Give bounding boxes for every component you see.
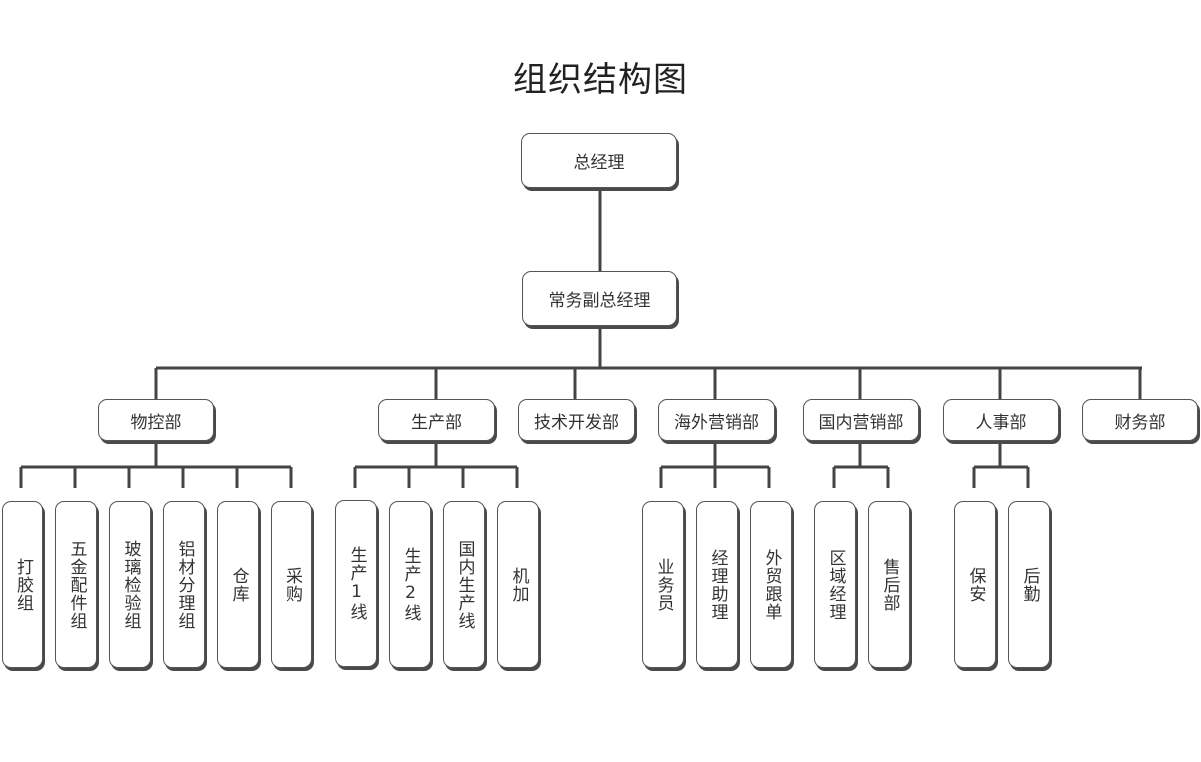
node-manager-assistant[interactable]: 经理助理 bbox=[696, 501, 738, 668]
node-warehouse[interactable]: 仓库 bbox=[217, 501, 259, 668]
node-general-manager[interactable]: 总经理 bbox=[521, 133, 677, 188]
node-domestic-marketing-dept[interactable]: 国内营销部 bbox=[803, 399, 919, 441]
node-production-line-1[interactable]: 生产1线 bbox=[335, 500, 377, 667]
node-executive-deputy-gm[interactable]: 常务副总经理 bbox=[522, 271, 677, 326]
node-material-control-dept[interactable]: 物控部 bbox=[98, 399, 214, 441]
node-glue-team[interactable]: 打胶组 bbox=[2, 501, 43, 668]
node-salesperson[interactable]: 业务员 bbox=[642, 501, 684, 668]
node-aluminum-sorting-team[interactable]: 铝材分理组 bbox=[163, 501, 205, 668]
node-machining[interactable]: 机加 bbox=[497, 501, 539, 668]
node-purchasing[interactable]: 采购 bbox=[271, 501, 312, 668]
chart-title: 组织结构图 bbox=[513, 60, 688, 100]
node-finance-dept[interactable]: 财务部 bbox=[1082, 399, 1198, 441]
node-production-dept[interactable]: 生产部 bbox=[378, 399, 495, 441]
node-logistics[interactable]: 后勤 bbox=[1008, 501, 1050, 668]
node-domestic-production-line[interactable]: 国内生产线 bbox=[443, 501, 485, 668]
node-security[interactable]: 保安 bbox=[954, 501, 996, 668]
node-foreign-trade-merchandiser[interactable]: 外贸跟单 bbox=[750, 501, 792, 668]
node-hardware-team[interactable]: 五金配件组 bbox=[55, 501, 97, 668]
node-tech-dev-dept[interactable]: 技术开发部 bbox=[518, 399, 635, 441]
node-overseas-marketing-dept[interactable]: 海外营销部 bbox=[658, 399, 775, 441]
node-regional-manager[interactable]: 区域经理 bbox=[814, 501, 856, 668]
node-hr-dept[interactable]: 人事部 bbox=[943, 399, 1059, 441]
node-production-line-2[interactable]: 生产2线 bbox=[389, 501, 431, 668]
node-glass-inspection-team[interactable]: 玻璃检验组 bbox=[109, 501, 151, 668]
node-after-sales-dept[interactable]: 售后部 bbox=[868, 501, 910, 668]
